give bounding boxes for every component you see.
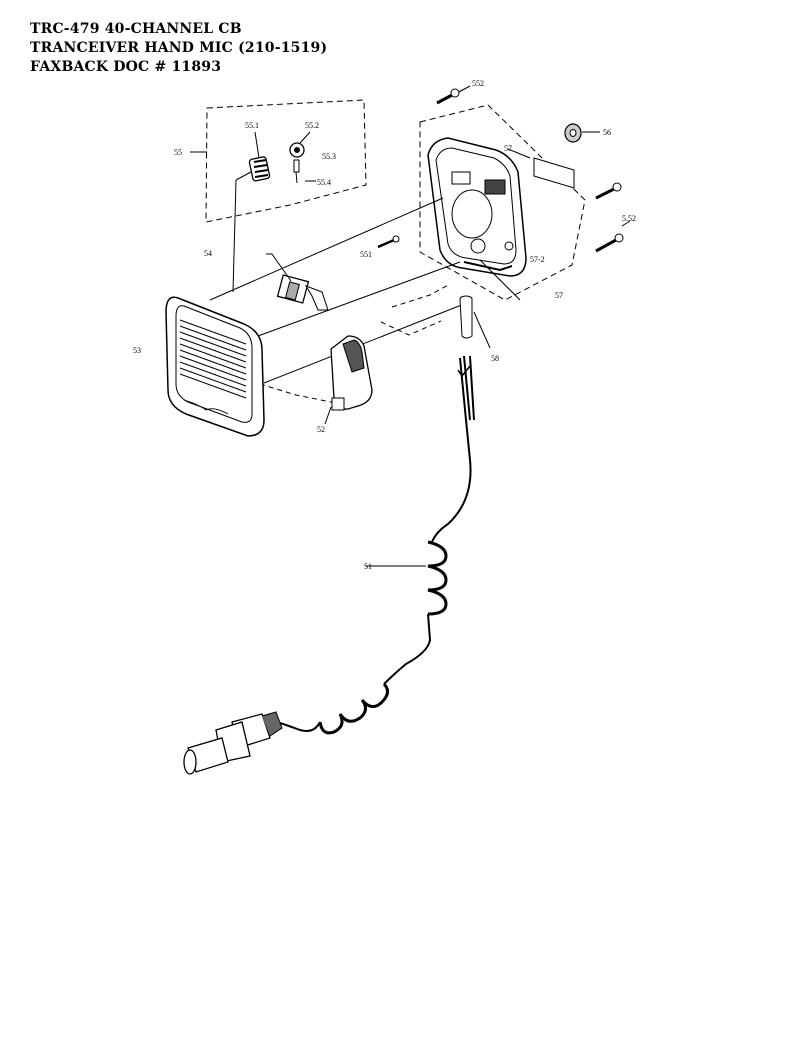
microphone-front-housing-icon xyxy=(165,296,265,437)
cable-boot-58-icon xyxy=(459,295,491,349)
label-55-1: 55.1 xyxy=(245,121,259,130)
rear-housing-57-icon xyxy=(427,137,527,277)
knob-55-1-icon xyxy=(248,131,271,182)
kit-55-dashed-box xyxy=(205,99,367,223)
part-labels: 55 55.1 55.2 55.3 55.4 552 56 57 5.52 55… xyxy=(133,79,636,571)
label-5-52: 5.52 xyxy=(622,214,636,223)
label-57-bottom: 57 xyxy=(555,291,563,300)
label-55-2: 55.2 xyxy=(305,121,319,130)
label-552-top: 552 xyxy=(472,79,484,88)
rear-clip-slot xyxy=(533,157,575,189)
label-52: 52 xyxy=(317,425,325,434)
alignment-line-2 xyxy=(257,261,461,337)
leader-57-top xyxy=(507,148,531,159)
alignment-line-3 xyxy=(263,303,465,384)
label-53: 53 xyxy=(133,346,141,355)
label-57-2: 57-2 xyxy=(530,255,545,264)
ptt-switch-icon xyxy=(266,253,329,311)
screw-right-upper-icon xyxy=(595,182,622,200)
dashed-guide-3 xyxy=(391,283,451,308)
header-line-3: FAXBACK DOC # 11893 xyxy=(30,59,222,75)
screw-551-icon xyxy=(377,235,400,249)
plug-connector-icon xyxy=(183,711,283,775)
dashed-guide-1 xyxy=(259,383,337,404)
label-58: 58 xyxy=(491,354,499,363)
screw-552-top-icon xyxy=(436,85,471,105)
alignment-line-1 xyxy=(209,197,444,301)
label-551: 551 xyxy=(360,250,372,259)
label-51: 51 xyxy=(364,562,372,571)
label-55: 55 xyxy=(174,148,182,157)
cord-51-icon xyxy=(269,355,475,735)
header-line-2: TRANCEIVER HAND MIC (210-1519) xyxy=(30,40,328,56)
screw-5-52-icon xyxy=(595,220,631,253)
dashed-guide-2 xyxy=(380,320,442,336)
leader-55-1-knob xyxy=(235,171,252,181)
screw-55-4-icon xyxy=(293,159,316,184)
rear-housing-dashed-outline xyxy=(419,104,586,301)
label-55-3: 55.3 xyxy=(322,152,336,161)
grommet-56-icon xyxy=(564,123,600,143)
header-line-1: TRC-479 40-CHANNEL CB xyxy=(30,21,242,37)
alignment-line-4 xyxy=(479,259,521,301)
label-56: 56 xyxy=(603,128,611,137)
leader-55-1-to-mic xyxy=(232,179,237,293)
knob-55-2-icon xyxy=(289,131,311,158)
document-header: TRC-479 40-CHANNEL CB TRANCEIVER HAND MI… xyxy=(30,20,327,77)
label-57-top: 57 xyxy=(504,144,512,153)
ptt-button-52-icon xyxy=(324,335,373,425)
label-55-4: 55.4 xyxy=(317,178,331,187)
label-54: 54 xyxy=(204,249,212,258)
